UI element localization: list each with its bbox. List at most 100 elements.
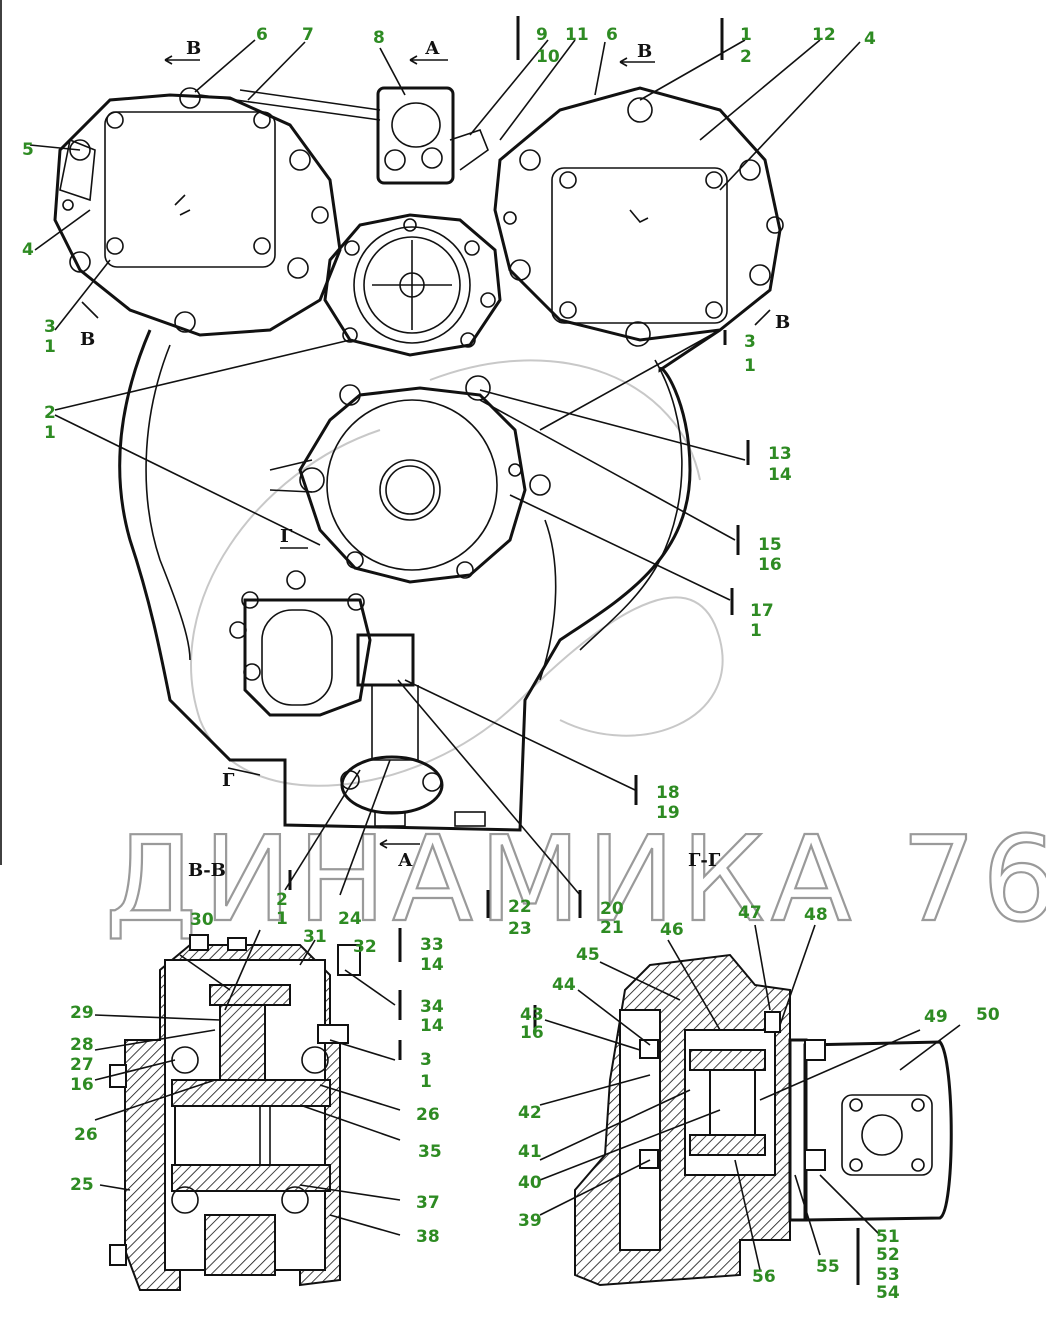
callout-4: 4 (864, 29, 876, 49)
callout-8: 8 (373, 28, 385, 48)
callout-5: 5 (22, 140, 34, 160)
bb-leaders (94, 929, 401, 1236)
callout-44: 44 (552, 975, 576, 995)
callout-22: 22 (508, 897, 532, 917)
callout-16: 16 (70, 1075, 94, 1095)
callout-46: 46 (660, 920, 684, 940)
callout-16: 16 (520, 1023, 544, 1043)
callout-51: 51 (876, 1227, 900, 1247)
callout-7: 7 (302, 25, 314, 45)
leader-lines (29, 39, 861, 896)
section-mark-b-right: В (775, 312, 790, 333)
callout-49: 49 (924, 1007, 948, 1027)
watermark: ДИНАМИКА 76 (104, 359, 1046, 949)
callout-19: 19 (656, 803, 680, 823)
callout-18: 18 (656, 783, 680, 803)
callout-38: 38 (416, 1227, 440, 1247)
callout-30: 30 (190, 910, 214, 930)
lower-pump-body (243, 598, 372, 717)
callout-3: 3 (420, 1050, 432, 1070)
gg-leaders (539, 924, 961, 1271)
callout-9: 9 (536, 25, 548, 45)
right-cover-outline (493, 86, 782, 342)
callout-2: 2 (740, 47, 752, 67)
callout-12: 12 (812, 25, 836, 45)
section-arrows (81, 55, 771, 849)
right-cover-plate (551, 167, 728, 324)
left-cover-outline (53, 93, 342, 337)
callout-6: 6 (256, 25, 268, 45)
left-cover-plate (104, 111, 276, 268)
callout-53: 53 (876, 1265, 900, 1285)
callout-1: 1 (750, 621, 762, 641)
callout-27: 27 (70, 1055, 94, 1075)
watermark-text: ДИНАМИКА 76 (105, 810, 1046, 948)
callout-11: 11 (565, 25, 589, 45)
callout-45: 45 (576, 945, 600, 965)
section-mark-g-low: Г (222, 770, 235, 791)
section-mark-g-mid: Г (280, 526, 293, 547)
section-ticks (288, 16, 750, 918)
right-cover-bolts (503, 97, 784, 347)
section-letters: В А В В В Г Г А В-В Г-Г (80, 38, 790, 881)
gg-motor-housing (803, 1040, 953, 1222)
callout-16: 16 (758, 555, 782, 575)
callout-28: 28 (70, 1035, 94, 1055)
callout-23: 23 (508, 919, 532, 939)
callout-37: 37 (416, 1193, 440, 1213)
callout-54: 54 (876, 1283, 900, 1303)
section-mark-b-left: В (80, 329, 95, 350)
callout-34: 34 (420, 997, 444, 1017)
callout-15: 15 (758, 535, 782, 555)
callout-3: 3 (744, 332, 756, 352)
section-mark-b-top-left: В (186, 38, 201, 59)
callout-52: 52 (876, 1245, 900, 1265)
callout-21: 21 (600, 918, 624, 938)
top-bracket (376, 86, 455, 185)
callout-26: 26 (416, 1105, 440, 1125)
callout-1: 1 (740, 25, 752, 45)
callout-14: 14 (420, 1016, 444, 1036)
front-housing-view (29, 16, 861, 918)
callout-40: 40 (518, 1173, 542, 1193)
callout-1: 1 (744, 356, 756, 376)
callout-4: 4 (22, 240, 34, 260)
callout-1: 1 (44, 423, 56, 443)
section-mark-a-top: А (425, 38, 440, 59)
section-GG-view (533, 924, 961, 1287)
callout-25: 25 (70, 1175, 94, 1195)
callout-24: 24 (338, 909, 362, 929)
center-flange (323, 213, 502, 357)
callout-2: 2 (276, 890, 288, 910)
callout-32: 32 (353, 937, 377, 957)
callout-31: 31 (303, 927, 327, 947)
callout-56: 56 (752, 1267, 776, 1287)
callout-33: 33 (420, 935, 444, 955)
center-hub (298, 386, 527, 584)
callout-2: 2 (44, 403, 56, 423)
callout-14: 14 (768, 465, 792, 485)
section-BB-view (94, 928, 402, 1291)
callout-17: 17 (750, 601, 774, 621)
callout-48: 48 (804, 905, 828, 925)
callout-50: 50 (976, 1005, 1000, 1025)
callout-42: 42 (518, 1103, 542, 1123)
section-mark-b-top-right: В (637, 41, 652, 62)
callout-39: 39 (518, 1211, 542, 1231)
callout-1: 1 (276, 909, 288, 929)
callout-29: 29 (70, 1003, 94, 1023)
view-title-gg: Г-Г (688, 850, 721, 871)
left-cover-bolts (62, 87, 329, 333)
callout-20: 20 (600, 899, 624, 919)
callout-47: 47 (738, 903, 762, 923)
callout-6: 6 (606, 25, 618, 45)
callout-13: 13 (768, 444, 792, 464)
callout-1: 1 (420, 1072, 432, 1092)
callout-labels: 6 7 8 9 10 11 6 1 2 12 4 5 4 3 1 3 1 2 1… (22, 25, 1000, 1303)
callout-14: 14 (420, 955, 444, 975)
callout-26: 26 (74, 1125, 98, 1145)
callout-35: 35 (418, 1142, 442, 1162)
callout-55: 55 (816, 1257, 840, 1277)
callout-10: 10 (536, 47, 560, 67)
